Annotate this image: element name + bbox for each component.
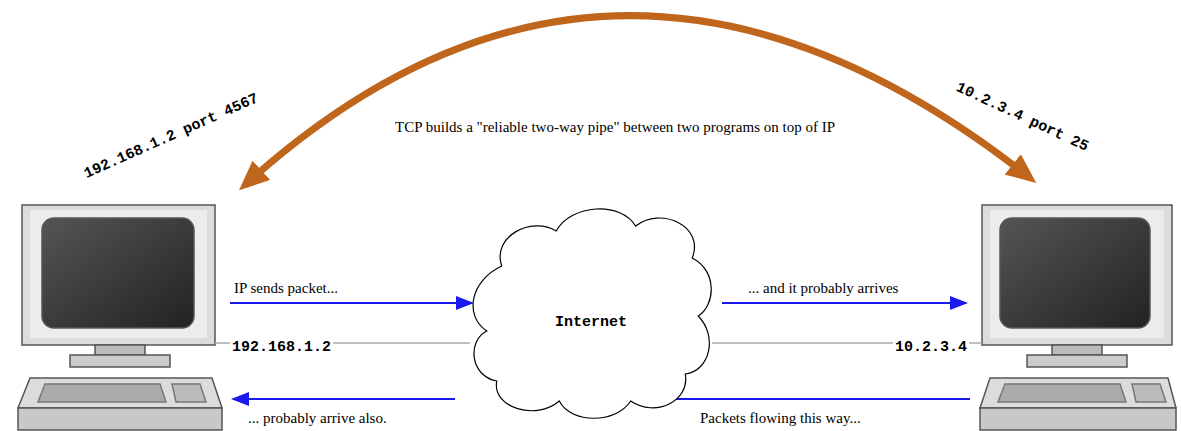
- packet-arrow: [722, 302, 966, 304]
- left-computer: [18, 205, 222, 430]
- ip-address: 192.168.1.2: [230, 339, 333, 356]
- cloud-outline: [462, 196, 720, 428]
- tcp-pipe-arc: [245, 16, 1030, 185]
- packet-arrow: [230, 302, 472, 304]
- port-label: 10.2.3.4 port 25: [953, 80, 1091, 157]
- right-computer: [980, 205, 1176, 430]
- port-label: 192.168.1.2 port 4567: [82, 91, 262, 184]
- internet-cloud: Internet: [462, 196, 720, 428]
- flow-note: IP sends packet...: [234, 280, 338, 297]
- flow-note: Packets flowing this way...: [700, 410, 861, 427]
- packet-arrow: [233, 398, 455, 400]
- ip-address: 10.2.3.4: [893, 339, 969, 356]
- caption-note: TCP builds a "reliable two-way pipe" bet…: [395, 119, 835, 136]
- packet-arrow: [645, 398, 970, 400]
- flow-note: ... and it probably arrives: [748, 280, 898, 297]
- flow-note: ... probably arrive also.: [248, 410, 387, 427]
- cloud-label: Internet: [555, 294, 627, 331]
